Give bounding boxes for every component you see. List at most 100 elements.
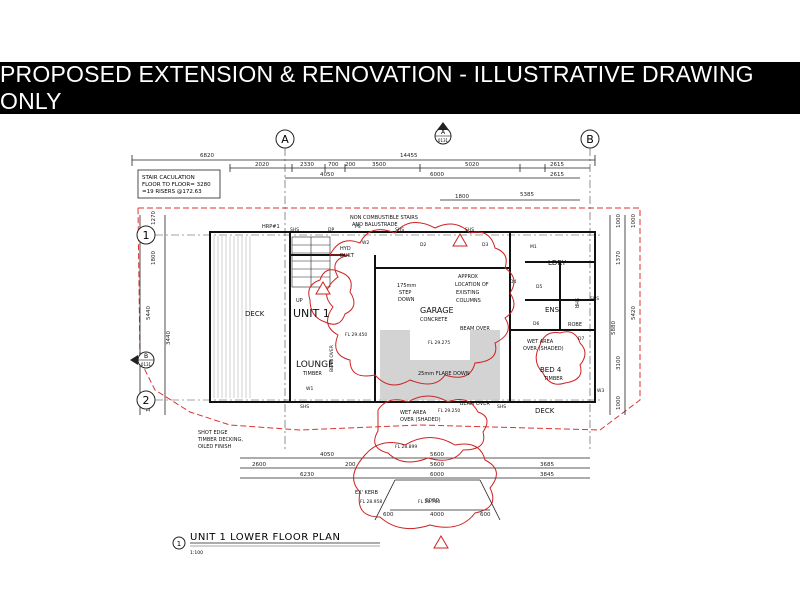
svg-text:5385: 5385 (520, 192, 534, 198)
room-labels: DECK UNIT 1 LOUNGE TIMBER GARAGE CONCRET… (197, 215, 582, 496)
svg-text:1800: 1800 (455, 194, 469, 200)
svg-text:LOCATION OF: LOCATION OF (455, 282, 489, 288)
svg-text:1800: 1800 (151, 251, 157, 265)
svg-text:5440: 5440 (146, 306, 152, 320)
svg-text:700: 700 (328, 162, 339, 168)
svg-text:STAIR CACULATION: STAIR CACULATION (142, 175, 195, 181)
svg-text:SHS: SHS (497, 404, 506, 410)
svg-text:APPROX: APPROX (458, 274, 479, 280)
svg-text:FL 28.760: FL 28.760 (418, 499, 440, 505)
svg-text:D3: D3 (482, 242, 488, 248)
svg-text:SHS: SHS (395, 227, 404, 233)
plan-title: UNIT 1 LOWER FLOOR PLAN (190, 532, 340, 543)
svg-text:FLOOR TO FLOOR= 3280: FLOOR TO FLOOR= 3280 (142, 182, 211, 188)
svg-text:D2: D2 (420, 242, 426, 248)
ens-label: ENS (545, 306, 560, 314)
svg-text:CONCRETE: CONCRETE (420, 317, 448, 323)
svg-text:600: 600 (480, 512, 491, 518)
svg-text:2600: 2600 (252, 462, 266, 468)
grid-bubble-a: A (275, 129, 295, 149)
site-boundary (137, 207, 641, 431)
stair-note: STAIR CACULATION FLOOR TO FLOOR= 3280 =1… (137, 169, 221, 199)
svg-text:NON COMBUSTIBLE STAIRS: NON COMBUSTIBLE STAIRS (350, 215, 418, 221)
svg-text:1: 1 (143, 229, 150, 242)
dimension-labels: 6820 14455 2020 2330 700 200 3500 5020 2… (146, 153, 637, 518)
svg-text:SHR: SHR (573, 298, 579, 309)
svg-text:175mm: 175mm (397, 283, 416, 289)
svg-text:D4: D4 (510, 279, 516, 285)
svg-text:=19 RISERS @172.63: =19 RISERS @172.63 (142, 189, 202, 195)
svg-text:1000: 1000 (631, 214, 637, 228)
svg-text:200: 200 (345, 462, 356, 468)
svg-text:PS: PS (355, 224, 361, 230)
grid-bubble-2: 2 (136, 390, 156, 410)
svg-text:200: 200 (345, 162, 356, 168)
svg-text:3685: 3685 (540, 462, 554, 468)
svg-text:2: 2 (143, 394, 150, 407)
svg-text:1:100: 1:100 (190, 550, 203, 556)
svg-text:3500: 3500 (372, 162, 386, 168)
svg-text:D5: D5 (536, 284, 542, 290)
element-tags: SHS SHS SHS SHS SHS SHS DP PS W1 W2 W3 D… (290, 224, 604, 410)
svg-text:HRP#1: HRP#1 (262, 224, 280, 230)
deck-right-label: DECK (535, 407, 555, 415)
svg-text:3440: 3440 (166, 331, 172, 345)
svg-text:FL 28.899: FL 28.899 (395, 444, 417, 450)
svg-text:SHS: SHS (290, 227, 299, 233)
svg-text:4050: 4050 (320, 452, 334, 458)
deck-label: DECK (245, 310, 265, 318)
svg-text:W2: W2 (362, 240, 369, 246)
svg-text:2615: 2615 (550, 172, 564, 178)
svg-text:BEAM OVER: BEAM OVER (329, 345, 335, 372)
walls (209, 231, 596, 403)
svg-text:2615: 2615 (550, 162, 564, 168)
svg-text:6000: 6000 (430, 172, 444, 178)
svg-text:D7: D7 (578, 336, 584, 342)
svg-text:600: 600 (383, 512, 394, 518)
level-tags: FL 29.450 FL 29.275 FL 29.250 FL 28.899 … (345, 332, 460, 505)
section-marker-left: B 0131 (130, 351, 155, 369)
svg-text:OVER (SHADED): OVER (SHADED) (400, 417, 441, 423)
grid-bubble-b: B (580, 129, 600, 149)
grid-bubble-1: 1 (136, 225, 156, 245)
svg-text:M1: M1 (530, 244, 537, 250)
svg-text:OVER (SHADED): OVER (SHADED) (523, 346, 564, 352)
svg-text:6230: 6230 (300, 472, 314, 478)
svg-text:SHS: SHS (590, 296, 599, 302)
title-banner: PROPOSED EXTENSION & RENOVATION - ILLUST… (0, 61, 800, 114)
svg-text:2020: 2020 (255, 162, 269, 168)
svg-text:UP: UP (296, 298, 303, 304)
dimension-chains (131, 155, 626, 511)
plan-title-block: 1 UNIT 1 LOWER FLOOR PLAN 1:100 (172, 532, 380, 556)
svg-text:SHS: SHS (465, 227, 474, 233)
svg-text:3845: 3845 (540, 472, 554, 478)
stairs (291, 236, 331, 288)
svg-text:FL 28.958: FL 28.958 (360, 499, 382, 505)
svg-text:FL 29.275: FL 29.275 (428, 340, 450, 346)
svg-text:5020: 5020 (465, 162, 479, 168)
svg-text:6000: 6000 (430, 472, 444, 478)
svg-text:0131: 0131 (141, 362, 152, 367)
svg-text:4050: 4050 (320, 172, 334, 178)
svg-text:1370: 1370 (616, 251, 622, 265)
svg-text:A: A (281, 133, 289, 146)
svg-text:WET AREA: WET AREA (527, 339, 554, 345)
svg-text:SHS: SHS (300, 404, 309, 410)
svg-text:1000: 1000 (616, 214, 622, 228)
driveway (374, 479, 501, 521)
svg-text:W1: W1 (306, 386, 313, 392)
svg-text:B: B (586, 133, 594, 146)
svg-text:TIMBER: TIMBER (543, 376, 563, 382)
svg-text:4000: 4000 (430, 512, 444, 518)
svg-text:6820: 6820 (200, 153, 214, 159)
svg-text:1: 1 (177, 540, 181, 548)
svg-text:1270: 1270 (151, 211, 157, 225)
svg-text:5420: 5420 (631, 306, 637, 320)
svg-text:OILED FINISH: OILED FINISH (198, 444, 232, 450)
svg-text:STEP: STEP (399, 290, 411, 296)
svg-text:0131: 0131 (438, 138, 449, 143)
svg-text:TIMBER DECKING,: TIMBER DECKING, (197, 437, 243, 443)
svg-text:SHOT EDGE: SHOT EDGE (198, 430, 228, 436)
svg-text:B: B (144, 353, 148, 360)
